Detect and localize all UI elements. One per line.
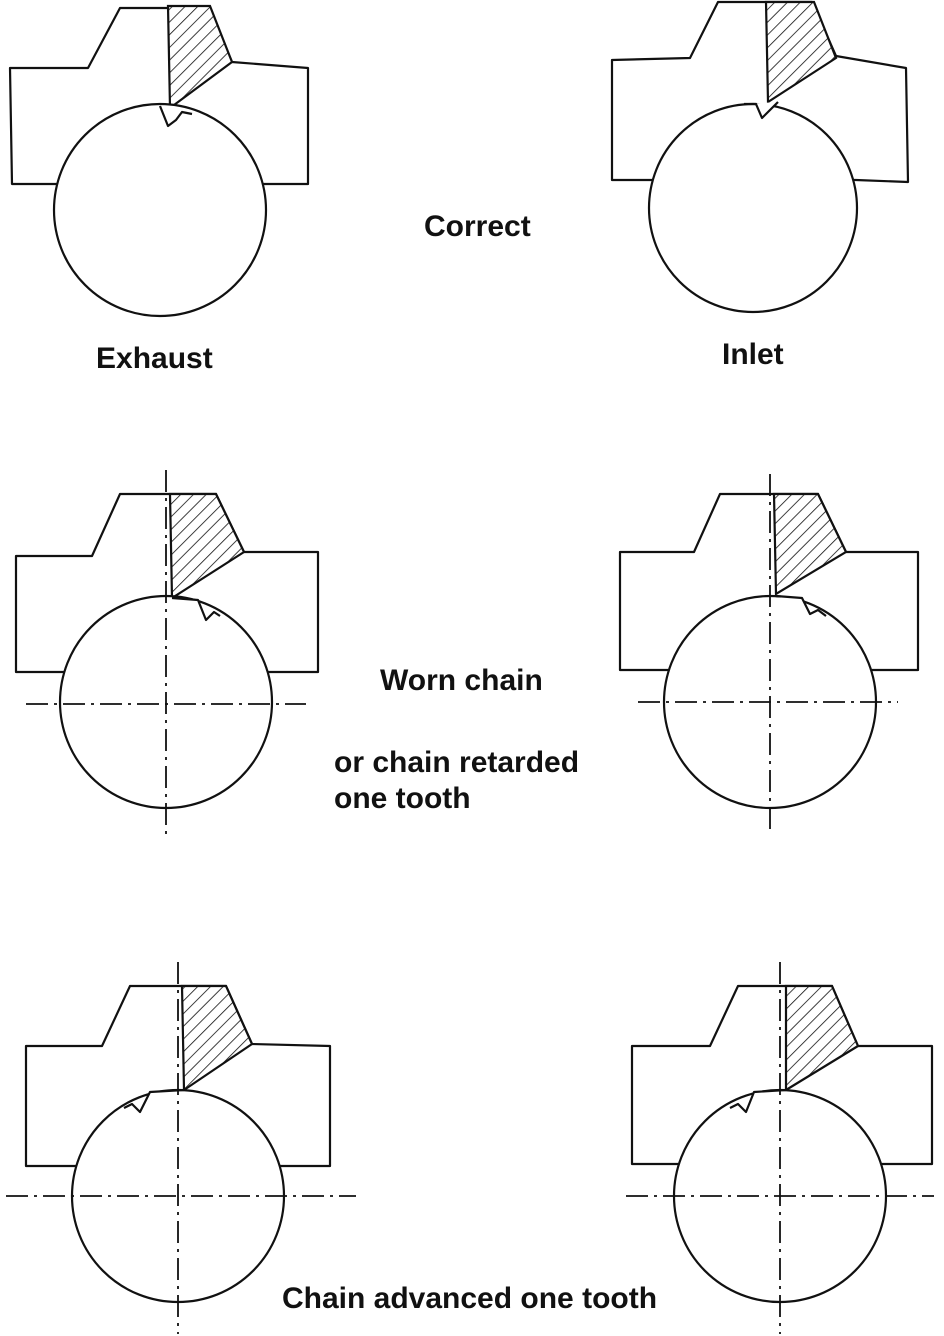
label-chain-advanced: Chain advanced one tooth — [282, 1282, 657, 1315]
inlet-cam-retarded — [618, 474, 920, 830]
cam-notch — [171, 596, 221, 622]
cam-lobe-hatched — [764, 0, 838, 104]
label-correct: Correct — [424, 210, 531, 243]
inlet-cam-advanced — [626, 962, 934, 1334]
cam-notch — [744, 101, 779, 120]
exhaust-cam-correct — [8, 4, 310, 318]
label-retarded-line2: one tooth — [334, 782, 471, 815]
exhaust-cam-retarded — [14, 470, 320, 836]
cam-lobe-hatched — [180, 984, 254, 1093]
label-retarded-line1: or chain retarded — [334, 746, 579, 779]
camshaft-disc — [647, 102, 859, 314]
cam-lobe-hatched — [166, 4, 234, 111]
label-inlet: Inlet — [722, 338, 784, 371]
inlet-cam-correct — [610, 0, 910, 314]
camshaft-disc — [52, 102, 268, 318]
cam-notch — [123, 1088, 185, 1114]
cam-notch — [775, 594, 827, 617]
cam-notch — [158, 105, 193, 128]
cam-lobe-hatched — [784, 984, 860, 1092]
cam-notch — [729, 1088, 787, 1114]
cam-lobe-hatched — [168, 492, 246, 600]
exhaust-cam-advanced — [6, 962, 356, 1334]
label-exhaust: Exhaust — [96, 342, 213, 375]
label-worn-chain: Worn chain — [380, 664, 543, 697]
cam-lobe-hatched — [772, 492, 848, 596]
